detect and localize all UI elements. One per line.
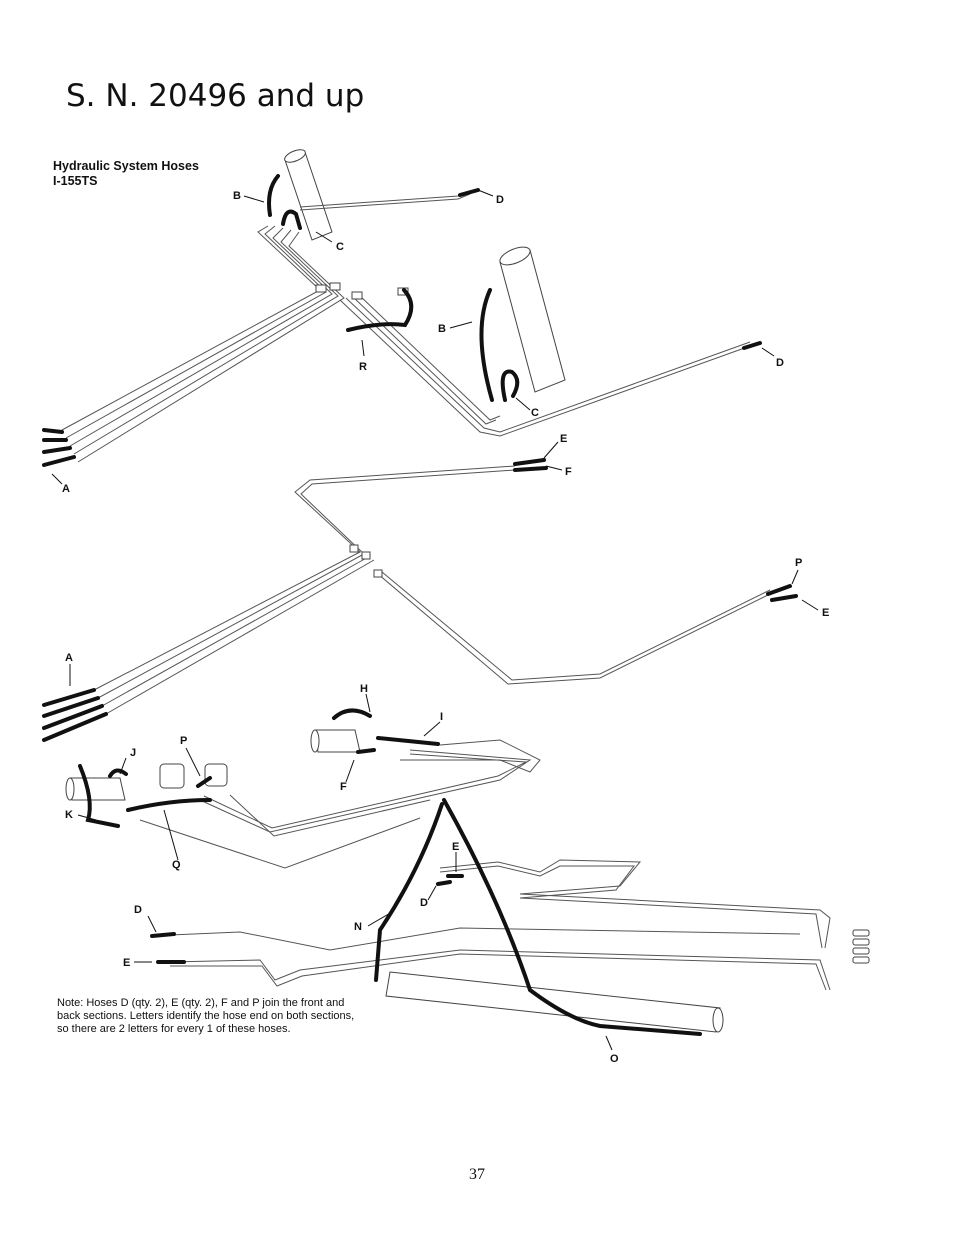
hose-A-upper-4: [42, 455, 76, 467]
label-J: J: [130, 747, 136, 759]
label-P-middle: P: [795, 557, 802, 569]
hose-A-lower-1: [42, 688, 96, 707]
hose-E-middle-end: [513, 458, 546, 466]
hose-A-lower-3: [42, 704, 104, 730]
hose-O: [442, 798, 702, 1036]
cylinder-lower-left: [65, 777, 126, 801]
label-O: O: [610, 1053, 619, 1065]
hose-P-lower: [196, 776, 212, 788]
hose-C-top-left: [281, 209, 302, 230]
label-D-lower-frame: D: [420, 897, 428, 909]
cylinder-lower-middle: [310, 729, 361, 753]
label-D-top: D: [496, 194, 504, 206]
hose-note: Note: Hoses D (qty. 2), E (qty. 2), F an…: [57, 997, 355, 1035]
hose-A-lower-2: [42, 696, 100, 718]
page-number: 37: [469, 1166, 485, 1183]
hose-D-lower-frame: [436, 880, 452, 886]
hose-E-middle-right: [770, 594, 798, 602]
label-R: R: [359, 361, 367, 373]
label-P-lower: P: [180, 735, 187, 747]
label-E-lower-left: E: [123, 957, 130, 969]
label-D-lower-left: D: [134, 904, 142, 916]
diagram-heading-line1: Hydraulic System Hoses: [53, 159, 199, 173]
label-K: K: [65, 809, 73, 821]
hose-R: [346, 288, 414, 332]
label-C-top-right: C: [531, 407, 539, 419]
page-title: S. N. 20496 and up: [66, 78, 365, 114]
label-I: I: [440, 711, 443, 723]
hose-D-right-end: [742, 341, 762, 350]
hose-H: [332, 708, 372, 720]
leader-arrows: [51, 189, 819, 1051]
hose-D-lower-left: [150, 932, 176, 938]
hose-D-top-right-end: [458, 188, 480, 197]
hose-J: [108, 768, 128, 778]
label-N: N: [354, 921, 362, 933]
hose-P-middle-end: [766, 584, 792, 596]
hose-A-upper-1: [42, 428, 64, 434]
middle-section: [42, 458, 798, 742]
hose-Q: [126, 798, 212, 812]
label-E-middle-right: E: [822, 607, 829, 619]
cylinder-top-right: [499, 246, 566, 393]
label-A-upper: A: [62, 483, 70, 495]
label-D-right: D: [776, 357, 784, 369]
lower-section: [65, 708, 870, 1036]
cylinder-bottom: [385, 971, 724, 1033]
cylinder-top-left: [284, 149, 333, 241]
top-section: [42, 149, 762, 467]
label-E-lower-frame: E: [452, 841, 459, 853]
hose-B-top-right: [479, 288, 494, 402]
hose-I: [376, 736, 440, 746]
label-F-lower: F: [340, 781, 347, 793]
hose-B-top-left: [267, 174, 280, 217]
label-F-middle: F: [565, 466, 572, 478]
diagram-heading-line2: I-155TS: [53, 174, 97, 188]
hose-C-top-right: [500, 369, 520, 402]
label-B-top-right: B: [438, 323, 446, 335]
hose-K: [78, 764, 120, 828]
hose-F-middle-end: [513, 466, 548, 472]
hose-N: [374, 802, 444, 982]
label-B-top-left: B: [233, 190, 241, 202]
hose-A-lower-4: [42, 712, 108, 742]
label-Q: Q: [172, 859, 181, 871]
callout-labels: B C D R B C D E F A P E A H I P J F K Q …: [62, 190, 829, 1065]
label-H: H: [360, 683, 368, 695]
label-C-top-left: C: [336, 241, 344, 253]
hose-F-lower: [356, 748, 376, 754]
label-E-middle: E: [560, 433, 567, 445]
label-A-lower: A: [65, 652, 73, 664]
hose-A-upper-3: [42, 446, 72, 454]
